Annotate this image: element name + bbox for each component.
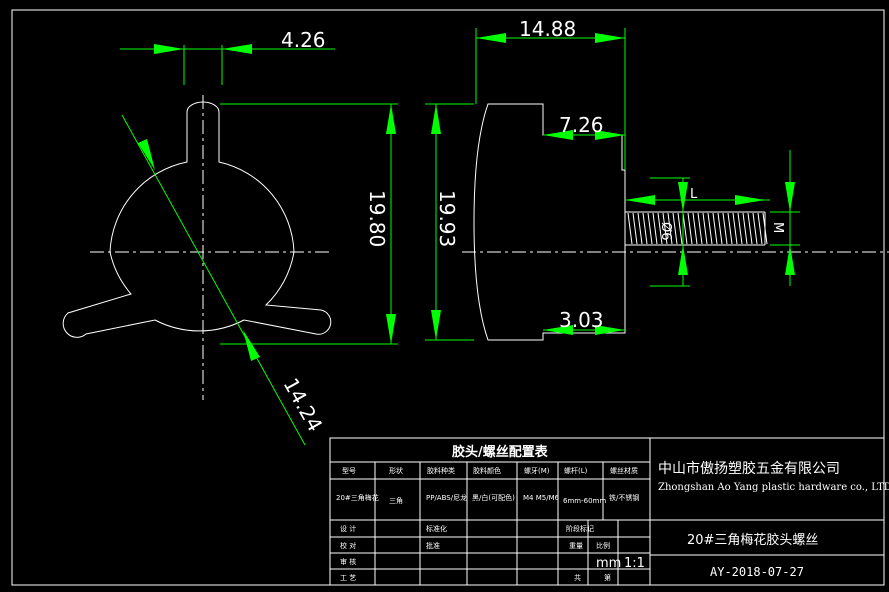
label-review: 审 核 (340, 557, 356, 566)
label-ratio: 比例 (596, 541, 610, 550)
label-std: 标准化 (426, 524, 447, 533)
company-name-en: Zhongshan Ao Yang plastic hardware co., … (658, 482, 889, 493)
header-screw-material: 螺丝材质 (610, 466, 638, 475)
thread-line (642, 212, 648, 245)
label-design: 设 计 (340, 524, 356, 533)
unit-value: mm (596, 556, 621, 571)
thread-line (692, 212, 698, 245)
header-thread: 螺牙(M) (524, 466, 550, 475)
label-stage-mark: 阶段标记 (566, 524, 594, 533)
header-model: 型号 (342, 466, 356, 475)
dim-label-height-outer: 19.93 (435, 190, 459, 247)
dim-height-inner: 19.80 (220, 103, 398, 345)
label-page: 第 (604, 573, 611, 582)
thread-line (662, 212, 668, 245)
cell-shape: 三角 (389, 496, 403, 505)
drawing-number: AY-2018-07-27 (710, 565, 804, 579)
dim-label-thread-dia-small: Ø6 (658, 222, 673, 241)
thread-line (652, 212, 658, 245)
thread-line (672, 212, 678, 245)
dim-label-height-inner: 19.80 (365, 190, 389, 247)
header-color: 胶料颜色 (473, 466, 501, 475)
thread-line (647, 212, 653, 245)
dim-hub-width: 4.26 (120, 28, 335, 85)
cell-color: 黑/白(可配色) (472, 493, 515, 502)
thread-line (737, 212, 743, 245)
thread-line (687, 212, 693, 245)
thread-line (757, 212, 763, 245)
dim-thread-dia-small: Ø6 (650, 177, 690, 287)
dim-label-thread-length: L (690, 187, 698, 202)
dim-label-total-width: 14.88 (519, 17, 576, 41)
thread-line (747, 212, 753, 245)
part-name: 20#三角梅花胶头螺丝 (687, 532, 818, 548)
thread-line (752, 212, 758, 245)
header-rod: 螺杆(L) (564, 466, 588, 475)
cell-model: 20#三角梅花 (336, 493, 379, 502)
thread-line (717, 212, 723, 245)
cell-thread: M4 M5/M6 (523, 494, 560, 502)
cell-screw-material: 铁/不锈钢 (609, 493, 639, 502)
dim-height-outer: 19.93 (425, 103, 474, 341)
table-title: 胶头/螺丝配置表 (452, 444, 549, 460)
thread-line (682, 212, 688, 245)
thread-line (722, 212, 728, 245)
dim-cross-span: 14.24 (121, 114, 328, 446)
thread-line (712, 212, 718, 245)
dim-label-boss-width: 7.26 (559, 113, 604, 137)
thread-line (697, 212, 703, 245)
title-block: 胶头/螺丝配置表 型号 形状 胶料种类 胶料颜色 螺牙(M) 螺杆(L) 螺丝材… (329, 437, 889, 586)
label-check: 校 对 (340, 541, 356, 550)
front-view-knob (62, 95, 332, 400)
dim-thread-length: L (625, 187, 770, 205)
thread-line (742, 212, 748, 245)
cell-rod: 6mm-60mm (563, 497, 606, 505)
label-sheet: 共 (574, 573, 581, 582)
dim-label-hub-width: 4.26 (281, 28, 326, 52)
thread-rod (625, 211, 768, 246)
side-view-screw (462, 103, 889, 341)
company-name-cn: 中山市傲扬塑胶五金有限公司 (658, 460, 840, 477)
thread-line (632, 212, 638, 245)
dim-total-width: 14.88 (475, 17, 626, 170)
thread-line (727, 212, 733, 245)
label-approve: 批准 (426, 541, 440, 550)
dim-label-lower-step: 3.03 (559, 308, 604, 332)
label-process: 工 艺 (340, 574, 356, 582)
thread-line (762, 212, 768, 245)
dim-lower-step: 3.03 (543, 308, 625, 335)
thread-line (627, 212, 633, 245)
header-material: 胶料种类 (427, 466, 455, 475)
dim-label-cross-span: 14.24 (279, 374, 328, 436)
dim-label-thread-dia: M (770, 222, 785, 233)
thread-line (707, 212, 713, 245)
label-weight: 重量 (569, 542, 583, 550)
thread-line (702, 212, 708, 245)
ratio-value: 1:1 (624, 556, 645, 571)
thread-line (732, 212, 738, 245)
thread-line (677, 212, 683, 245)
thread-line (657, 212, 663, 245)
header-shape: 形状 (389, 466, 403, 475)
dim-boss-width: 7.26 (543, 113, 625, 140)
thread-line (667, 212, 673, 245)
thread-line (637, 212, 643, 245)
cell-material: PP/ABS/尼龙 (426, 493, 467, 502)
dim-thread-dia: M (770, 150, 800, 286)
